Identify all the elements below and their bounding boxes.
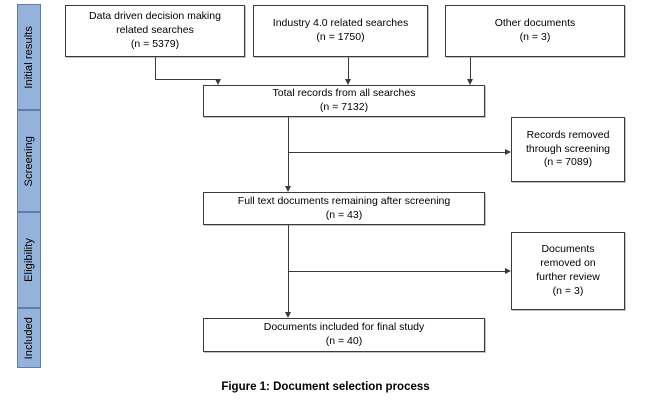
box-source-other-documents-line1: Other documents xyxy=(494,17,576,30)
connector-to-records-removed xyxy=(288,152,505,153)
box-source-data-driven-line1: Data driven decision making xyxy=(89,10,221,23)
arrow-into-final xyxy=(284,312,291,318)
box-documents-removed-review-count: (n = 3) xyxy=(552,284,584,297)
connector-ddm-horizontal xyxy=(155,79,218,80)
box-source-industry40: Industry 4.0 related searches (n = 1750) xyxy=(253,5,428,57)
box-records-removed-screening-line1: Records removed xyxy=(526,128,610,141)
stage-label-included: Included xyxy=(22,316,35,360)
box-source-industry40-line1: Industry 4.0 related searches xyxy=(272,17,409,30)
arrow-industry-into-total xyxy=(344,79,351,85)
connector-to-documents-removed xyxy=(288,271,505,272)
figure-caption: Figure 1: Document selection process xyxy=(221,381,430,393)
box-documents-removed-review-line3: further review xyxy=(536,271,600,283)
arrow-ddm-into-total xyxy=(214,79,221,85)
arrow-into-records-removed xyxy=(505,148,511,155)
connector-industry-vertical xyxy=(348,57,349,79)
stage-band-eligibility: Eligibility xyxy=(17,212,41,308)
box-source-industry40-count: (n = 1750) xyxy=(316,31,365,43)
stage-label-initial-results: Initial results xyxy=(22,25,35,89)
connector-fulltext-to-final xyxy=(288,225,289,312)
box-total-records-count: (n = 7132) xyxy=(319,101,369,113)
box-source-data-driven-line2: related searches xyxy=(116,24,194,37)
box-source-other-documents-count: (n = 3) xyxy=(519,31,551,43)
box-documents-removed-review: Documents removed on further review (n =… xyxy=(511,232,625,310)
box-source-data-driven-count: (n = 5379) xyxy=(130,37,180,50)
stage-label-screening: Screening xyxy=(22,135,35,187)
connector-other-vertical xyxy=(470,57,471,79)
connector-ddm-vertical xyxy=(155,57,156,79)
box-source-other-documents: Other documents (n = 3) xyxy=(445,5,625,57)
box-total-records: Total records from all searches (n = 713… xyxy=(203,85,485,117)
box-full-text-remaining-count: (n = 43) xyxy=(325,208,363,221)
box-source-data-driven: Data driven decision making related sear… xyxy=(65,5,245,57)
box-final-included: Documents included for final study (n = … xyxy=(203,318,485,352)
box-full-text-remaining-line1: Full text documents remaining after scre… xyxy=(237,194,451,207)
stage-label-eligibility: Eligibility xyxy=(22,238,35,282)
arrow-into-documents-removed xyxy=(505,267,511,274)
box-final-included-line1: Documents included for final study xyxy=(263,321,425,334)
box-records-removed-screening: Records removed through screening (n = 7… xyxy=(511,117,625,182)
box-full-text-remaining: Full text documents remaining after scre… xyxy=(203,192,485,225)
box-documents-removed-review-line1: Documents xyxy=(541,243,595,256)
box-records-removed-screening-line2: through screening xyxy=(525,142,611,155)
box-final-included-count: (n = 40) xyxy=(325,335,363,347)
arrow-other-into-total xyxy=(466,79,473,85)
box-documents-removed-review-line2: removed on xyxy=(540,257,596,270)
stage-band-screening: Screening xyxy=(17,110,41,212)
arrow-into-fulltext xyxy=(284,186,291,192)
connector-total-to-fulltext xyxy=(288,117,289,186)
box-records-removed-screening-count: (n = 7089) xyxy=(543,156,593,169)
stage-band-initial-results: Initial results xyxy=(17,4,41,110)
stage-band-included: Included xyxy=(17,308,41,368)
box-total-records-line1: Total records from all searches xyxy=(272,87,416,100)
